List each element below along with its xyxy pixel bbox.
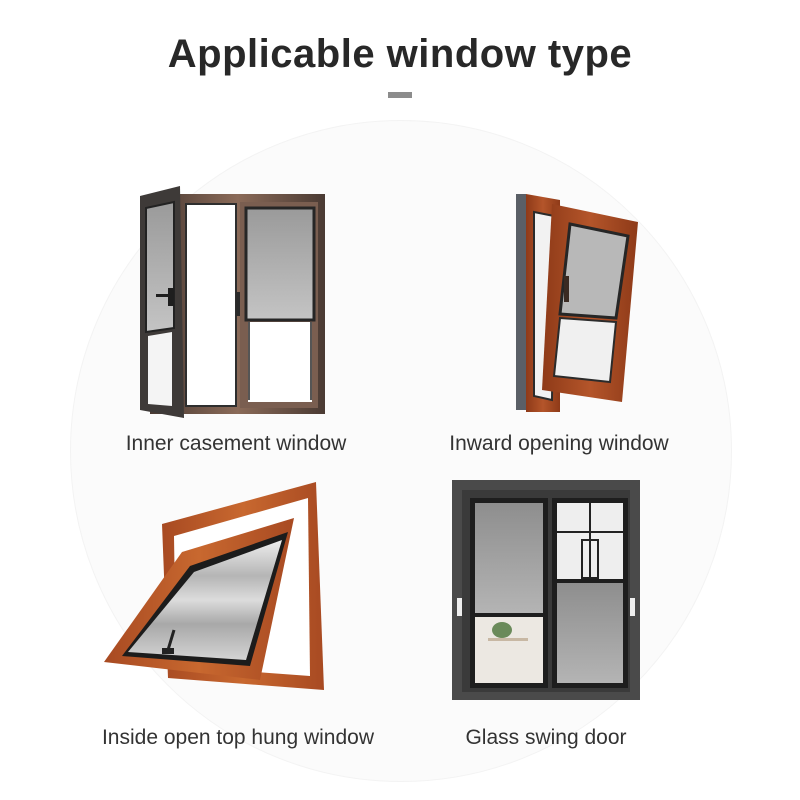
tilt-turn-window-icon — [516, 194, 638, 412]
caption-inner-casement-window: Inner casement window — [125, 432, 347, 455]
top-hung-window-icon — [104, 482, 324, 690]
caption-inward-opening-window: Inward opening window — [449, 432, 669, 455]
casement-window-icon — [140, 186, 325, 418]
title-accent-bar — [388, 92, 412, 98]
sliding-glass-door-icon — [452, 480, 640, 700]
caption-glass-swing-door: Glass swing door — [465, 726, 627, 749]
page-title: Applicable window type — [167, 32, 633, 76]
caption-top-hung-window: Inside open top hung window — [101, 726, 375, 749]
